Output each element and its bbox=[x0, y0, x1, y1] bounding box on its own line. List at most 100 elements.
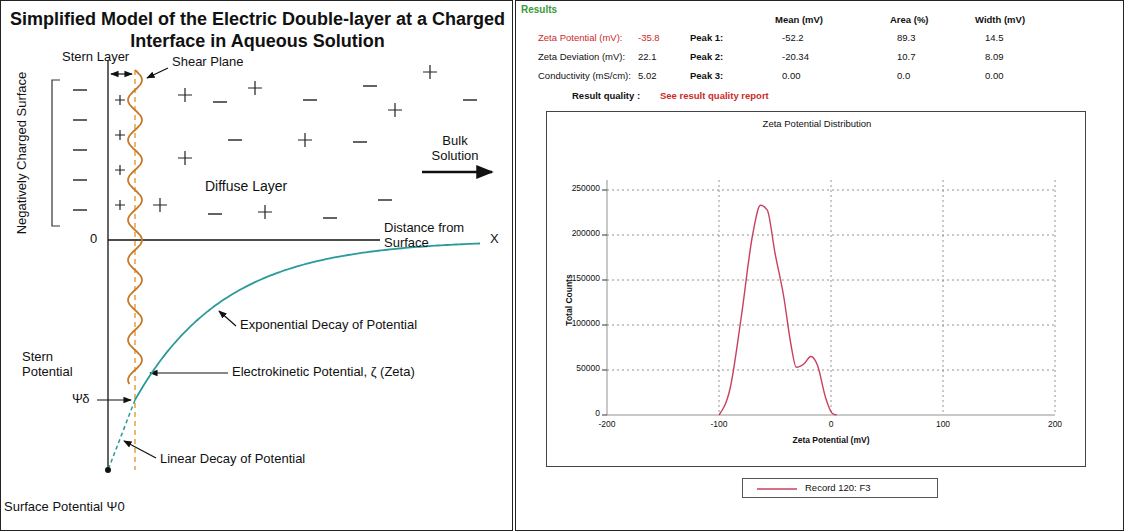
zeta-chart bbox=[602, 180, 1055, 415]
grid-line bbox=[607, 325, 1055, 326]
axis-value: Zeta Potential (mV) bbox=[793, 436, 870, 446]
positive-charge bbox=[115, 95, 125, 105]
leader-line bbox=[150, 372, 228, 373]
positive-charge bbox=[115, 130, 125, 140]
figure-title: Simplified Model of the Electric Double-… bbox=[5, 9, 510, 52]
legend-text: Record 120: F3 bbox=[805, 482, 870, 493]
axis-value: 0 bbox=[90, 232, 97, 247]
table-cell: Zeta Potential (mV): bbox=[538, 33, 622, 44]
potential-axis bbox=[107, 60, 108, 470]
positive-charge bbox=[423, 65, 437, 79]
negative-charge bbox=[213, 101, 227, 102]
negative-charge bbox=[463, 99, 477, 100]
leader-line bbox=[124, 441, 156, 458]
table-cell: Zeta Deviation (mV): bbox=[538, 52, 625, 63]
grid-line bbox=[1055, 180, 1056, 415]
axis-value: Total Counts bbox=[565, 274, 575, 325]
distribution-curve bbox=[719, 205, 837, 415]
grid-line bbox=[943, 180, 944, 415]
callout-label: Surface Potential Ψ0 bbox=[4, 500, 125, 515]
table-cell: Conductivity (mS/cm): bbox=[538, 71, 631, 82]
leader-line bbox=[219, 311, 236, 326]
chart-frame: Zeta Potential Distribution bbox=[546, 111, 1086, 467]
negative-charge bbox=[73, 209, 87, 210]
callout-label: Stern Potential bbox=[22, 350, 92, 380]
table-cell: -52.2 bbox=[782, 33, 804, 44]
linear-decay-line bbox=[108, 400, 135, 470]
callout-label: Electrokinetic Potential, ζ (Zeta) bbox=[232, 365, 415, 380]
surface-bracket bbox=[52, 80, 60, 226]
table-cell: Result quality : bbox=[572, 91, 640, 102]
table-cell: Peak 1: bbox=[690, 33, 723, 44]
table-cell: 10.7 bbox=[897, 52, 916, 63]
negative-charge bbox=[208, 213, 222, 214]
negative-charge bbox=[353, 141, 367, 142]
positive-charge bbox=[388, 103, 402, 117]
tick-mark bbox=[602, 190, 607, 191]
leader-line bbox=[97, 399, 131, 400]
callout-label: Linear Decay of Potential bbox=[160, 452, 305, 467]
table-cell: Peak 3: bbox=[690, 71, 723, 82]
grid-line bbox=[831, 180, 832, 415]
axis-value: 50000 bbox=[576, 364, 600, 374]
grid-line bbox=[719, 180, 720, 415]
table-cell: Mean (mV) bbox=[775, 15, 823, 26]
tick-mark bbox=[602, 235, 607, 236]
callout-label: Shear Plane bbox=[172, 55, 244, 70]
grid-line bbox=[607, 190, 1055, 191]
negative-charge bbox=[73, 149, 87, 150]
chart-title: Zeta Potential Distribution bbox=[547, 118, 1087, 129]
grid-line bbox=[607, 370, 1055, 371]
callout-label: Exponential Decay of Potential bbox=[240, 318, 417, 333]
grid-line bbox=[607, 280, 1055, 281]
table-cell: 0.0 bbox=[897, 71, 910, 82]
tick-mark bbox=[602, 415, 607, 416]
leader-line bbox=[147, 68, 168, 78]
table-cell: See result quality report bbox=[660, 91, 769, 102]
positive-charge bbox=[298, 133, 312, 147]
chart-legend: Record 120: F3 bbox=[742, 478, 938, 498]
table-cell: 89.3 bbox=[897, 33, 916, 44]
table-cell: 14.5 bbox=[985, 33, 1004, 44]
table-cell: Area (%) bbox=[890, 15, 929, 26]
axis-value: 0 bbox=[829, 420, 834, 430]
section-heading: Results bbox=[521, 4, 601, 16]
positive-charge bbox=[115, 165, 125, 175]
axis-label: Negatively Charged Surface bbox=[15, 72, 30, 235]
exponential-decay-curve bbox=[135, 243, 480, 400]
axis-label: Distance from Surface bbox=[384, 221, 484, 251]
axis-value: -100 bbox=[710, 420, 727, 430]
negative-charge bbox=[363, 85, 377, 86]
stern-width-arrow bbox=[111, 73, 132, 74]
axis-value: 0 bbox=[595, 409, 600, 419]
negative-charge bbox=[228, 139, 242, 140]
bulk-arrow bbox=[422, 171, 492, 174]
region-label: Bulk Solution bbox=[424, 134, 486, 164]
positive-charge bbox=[115, 200, 125, 210]
negative-charge bbox=[73, 179, 87, 180]
table-cell: 22.1 bbox=[638, 52, 657, 63]
shear-plane-wave bbox=[128, 70, 142, 384]
tick-mark bbox=[602, 325, 607, 326]
legend-item: Record 120: F3 bbox=[743, 482, 939, 496]
layer-label: Stern Layer bbox=[62, 50, 129, 65]
axis-value: 100000 bbox=[572, 319, 600, 329]
table-cell: 8.09 bbox=[985, 52, 1004, 63]
positive-charge bbox=[248, 81, 262, 95]
table-cell: Peak 2: bbox=[690, 52, 723, 63]
symbol-label: Ψδ bbox=[72, 392, 90, 407]
positive-charge bbox=[258, 205, 272, 219]
region-label: Diffuse Layer bbox=[205, 178, 287, 194]
axis-value: 100 bbox=[936, 420, 950, 430]
negative-charge bbox=[73, 89, 87, 90]
legend-sample bbox=[757, 482, 797, 496]
double-layer-figure bbox=[52, 60, 492, 473]
axis-value: 150000 bbox=[572, 274, 600, 284]
grid-line bbox=[607, 180, 608, 415]
negative-charge bbox=[303, 99, 317, 100]
negative-charge bbox=[73, 119, 87, 120]
tick-mark bbox=[602, 280, 607, 281]
table-cell: 0.00 bbox=[985, 71, 1004, 82]
negative-charge bbox=[323, 217, 337, 218]
axis-label: X bbox=[490, 232, 499, 247]
